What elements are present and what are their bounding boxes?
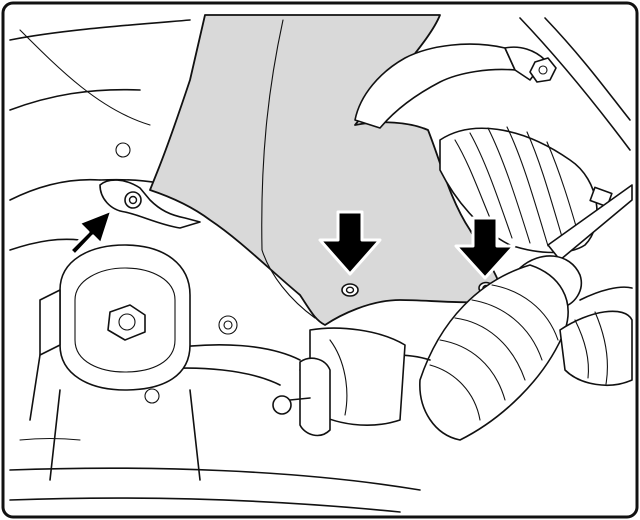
strut-mount (19, 244, 238, 481)
callout-arrow-right (454, 216, 516, 280)
arrow-icon (454, 216, 516, 280)
fastener-center (341, 283, 359, 297)
bracket-left (99, 179, 201, 229)
fastener-left (124, 191, 142, 209)
splash-shield (149, 14, 502, 326)
callout-arrow-left (68, 208, 114, 257)
callout-arrow-center (318, 210, 382, 276)
upper-mount (354, 43, 557, 129)
arrow-icon (318, 210, 382, 276)
lower-bellows (419, 264, 633, 441)
arrow-icon (68, 208, 114, 257)
lower-suspension (149, 327, 431, 437)
